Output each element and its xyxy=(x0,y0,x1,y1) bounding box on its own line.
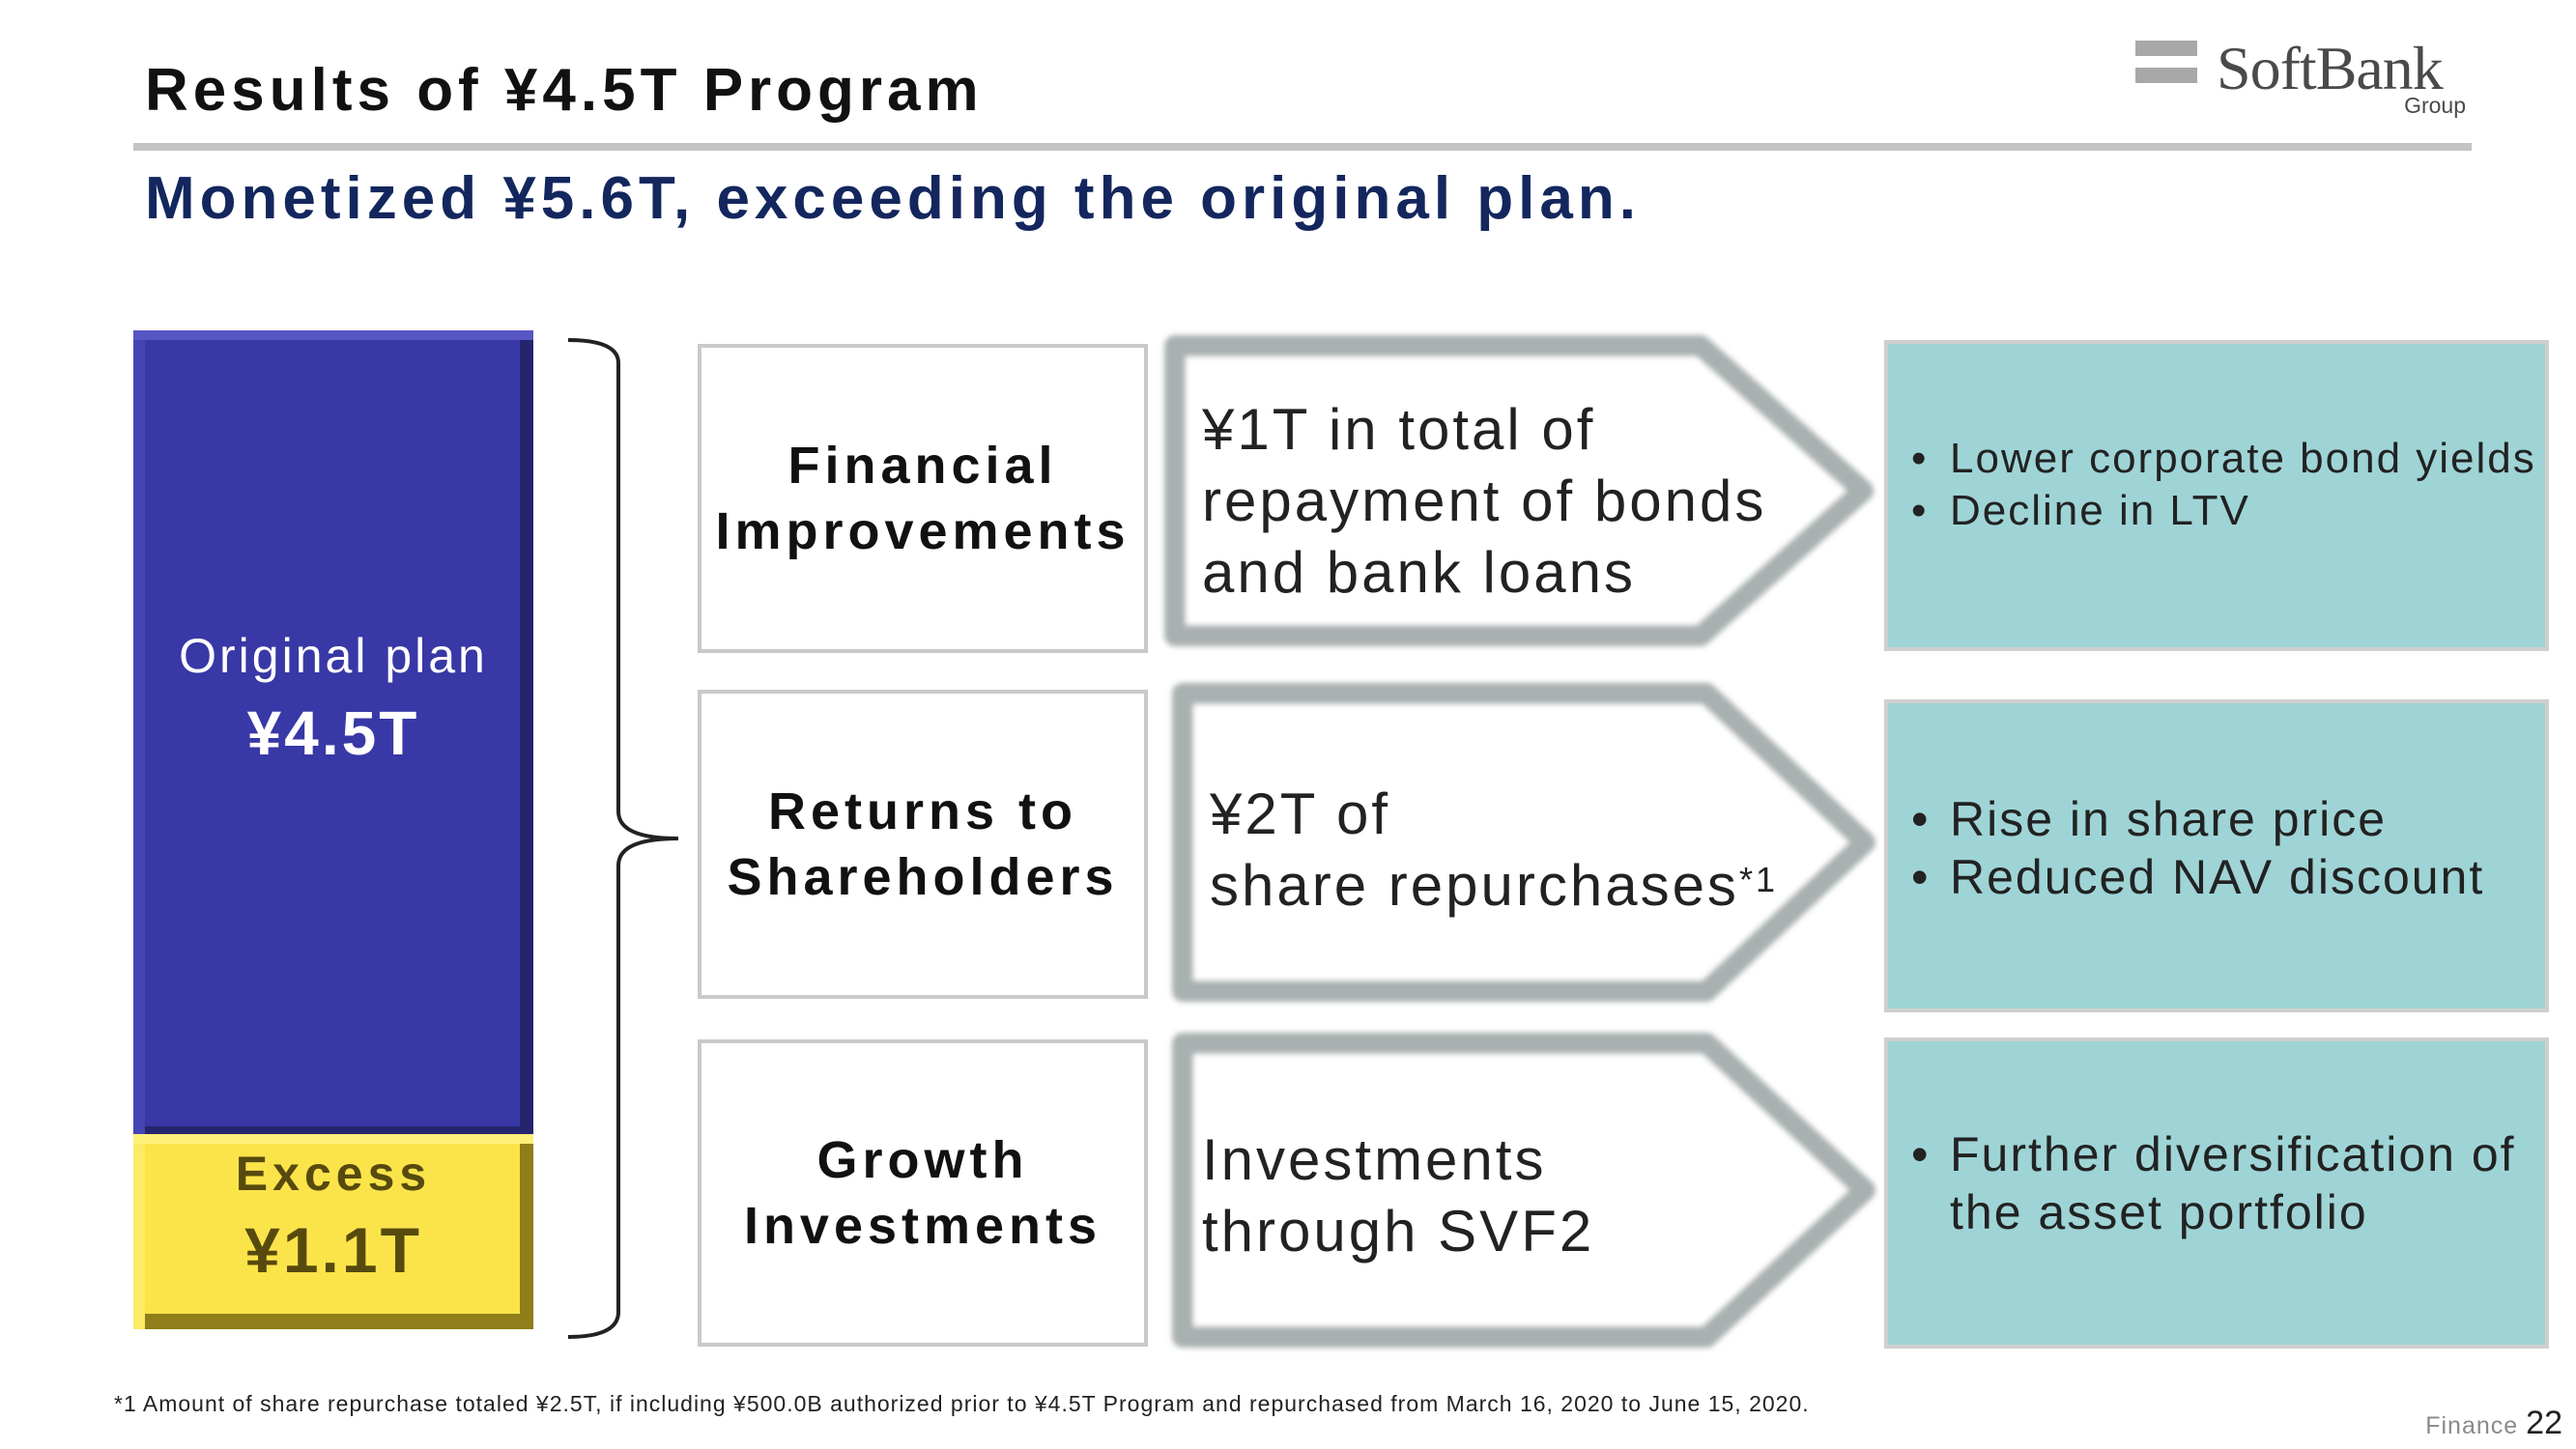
category-line: Shareholders xyxy=(727,848,1119,906)
logo-name: SoftBank xyxy=(2217,34,2444,102)
footnote-marker: *1 xyxy=(1738,860,1778,899)
page-title: Results of ¥4.5T Program xyxy=(145,57,984,124)
action-line: ¥2T of xyxy=(1210,781,1391,846)
action-growth: Investments through SVF2 xyxy=(1202,1124,1594,1267)
action-line: share repurchases xyxy=(1210,853,1739,918)
category-line: Financial xyxy=(787,437,1058,495)
page-number: 22 xyxy=(2526,1405,2562,1441)
title-divider xyxy=(133,143,2472,151)
arrow-row-3 xyxy=(1172,1033,1875,1348)
action-line: repayment of bonds xyxy=(1202,469,1767,533)
action-financial: ¥1T in total of repayment of bonds and b… xyxy=(1202,394,1766,609)
category-line: Investments xyxy=(743,1197,1102,1255)
original-plan-label: Original plan xyxy=(179,629,488,683)
action-line: through SVF2 xyxy=(1202,1199,1595,1264)
excess-value: ¥1.1T xyxy=(244,1214,422,1286)
page-footer: Finance 22 xyxy=(2425,1405,2562,1442)
result-item: Lower corporate bond yields xyxy=(1911,433,2536,485)
result-item: Reduced NAV discount xyxy=(1911,848,2484,906)
action-shareholders: ¥2T of share repurchases*1 xyxy=(1210,779,1778,922)
action-line: ¥1T in total of xyxy=(1202,397,1596,462)
category-line: Returns to xyxy=(768,782,1077,840)
arrow-row-1 xyxy=(1164,335,1874,646)
excess-bar xyxy=(133,1134,533,1329)
arrow-row-2 xyxy=(1172,683,1875,1002)
result-item: Decline in LTV xyxy=(1911,485,2536,537)
result-item: Rise in share price xyxy=(1911,790,2484,848)
category-line: Improvements xyxy=(715,502,1131,560)
action-line: Investments xyxy=(1202,1127,1547,1192)
result-line: the asset portfolio xyxy=(1950,1185,2368,1239)
result-line: Further diversification of xyxy=(1950,1127,2516,1181)
footnote: *1 Amount of share repurchase totaled ¥2… xyxy=(114,1391,1810,1416)
result-box-shareholders: Rise in share price Reduced NAV discount xyxy=(1884,699,2549,1012)
page-subtitle: Monetized ¥5.6T, exceeding the original … xyxy=(145,165,1641,232)
logo-sub: Group xyxy=(2404,93,2466,118)
category-returns-to-shareholders: Returns to Shareholders xyxy=(698,690,1148,999)
category-line: Growth xyxy=(816,1131,1029,1189)
arrow-shapes xyxy=(1164,335,1875,1348)
curly-brace-icon xyxy=(567,338,679,1339)
original-plan-bar xyxy=(133,330,533,1134)
softbank-logo: SoftBank Group xyxy=(2135,34,2470,120)
excess-label: Excess xyxy=(235,1147,432,1201)
action-line: and bank loans xyxy=(1202,540,1636,605)
original-plan-value: ¥4.5T xyxy=(246,698,420,768)
section-label: Finance xyxy=(2425,1412,2519,1439)
result-box-financial: Lower corporate bond yields Decline in L… xyxy=(1884,340,2549,651)
logo-bars-icon xyxy=(2135,41,2197,95)
